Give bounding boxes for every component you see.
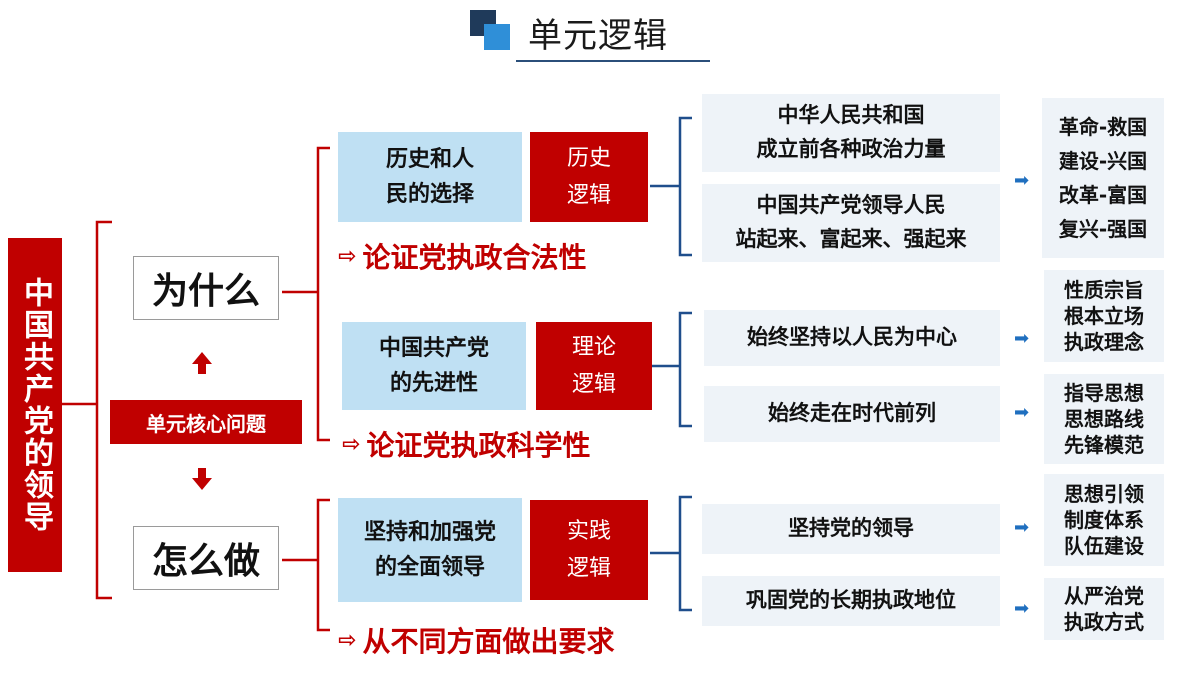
result-item: 从严治党 — [1064, 584, 1144, 608]
branch3-bracket — [678, 495, 692, 612]
page-title: 单元逻辑 — [528, 16, 668, 56]
branch2-conclusion-text: 论证党执政科学性 — [366, 429, 591, 462]
question-how: 怎么做 — [133, 526, 279, 590]
main-bracket — [95, 220, 112, 600]
core-question-label: 单元核心问题 — [110, 400, 302, 444]
result-item: 性质宗旨 — [1064, 278, 1144, 302]
result-item: 根本立场 — [1064, 304, 1144, 328]
branch3-conclusion-text: 从不同方面做出要求 — [362, 625, 615, 658]
result-item: 改革-富国 — [1058, 183, 1148, 207]
branch1-conclusion: ⇨论证党执政合法性 — [338, 236, 586, 276]
blue-arrow-icon: ➡ — [1014, 598, 1030, 619]
branch3-results-1: 思想引领 制度体系 队伍建设 — [1044, 474, 1164, 566]
result-item: 思想引领 — [1064, 482, 1144, 506]
why-bracket — [316, 146, 330, 442]
arrow-down-icon — [192, 468, 212, 490]
title-underline — [516, 60, 710, 62]
branch2-conclusion: ⇨论证党执政科学性 — [342, 424, 590, 464]
how-bracket — [316, 498, 330, 632]
branch1-topic: 历史和人 民的选择 — [338, 132, 522, 222]
branch1-item1: 中华人民共和国 成立前各种政治力量 — [702, 94, 1000, 172]
result-item: 建设-兴国 — [1058, 149, 1148, 173]
blue-arrow-icon: ➡ — [1014, 328, 1030, 349]
result-item: 执政方式 — [1064, 610, 1144, 634]
branch1-logic: 历史 逻辑 — [530, 132, 648, 222]
result-item: 思想路线 — [1064, 407, 1144, 431]
result-item: 队伍建设 — [1064, 534, 1144, 558]
result-item: 指导思想 — [1064, 381, 1144, 405]
branch3-item2: 巩固党的长期执政地位 — [702, 576, 1000, 626]
result-item: 革命-救国 — [1058, 115, 1148, 139]
result-item: 制度体系 — [1064, 508, 1144, 532]
result-item: 执政理念 — [1064, 330, 1144, 354]
result-item: 先锋模范 — [1064, 433, 1144, 457]
branch3-logic: 实践 逻辑 — [530, 500, 648, 600]
hollow-arrow-icon: ⇨ — [338, 243, 357, 269]
branch2-results-1: 性质宗旨 根本立场 执政理念 — [1044, 270, 1164, 362]
hollow-arrow-icon: ⇨ — [338, 627, 357, 653]
main-topic: 中国共产党的领导 — [8, 238, 62, 572]
branch1-conclusion-text: 论证党执政合法性 — [362, 241, 587, 274]
branch2-topic: 中国共产党 的先进性 — [342, 322, 526, 410]
branch1-item2: 中国共产党领导人民 站起来、富起来、强起来 — [702, 184, 1000, 262]
branch2-item2: 始终走在时代前列 — [704, 386, 1000, 442]
blue-arrow-icon: ➡ — [1014, 402, 1030, 423]
branch2-results-2: 指导思想 思想路线 先锋模范 — [1044, 374, 1164, 464]
hollow-arrow-icon: ⇨ — [342, 431, 361, 457]
branch3-item1: 坚持党的领导 — [702, 504, 1000, 554]
branch3-conclusion: ⇨从不同方面做出要求 — [338, 620, 614, 660]
blue-arrow-icon: ➡ — [1014, 517, 1030, 538]
result-item: 复兴-强国 — [1058, 217, 1148, 241]
branch1-results: 革命-救国 建设-兴国 改革-富国 复兴-强国 — [1042, 98, 1164, 258]
branch2-bracket — [678, 311, 692, 428]
arrow-up-icon — [192, 352, 212, 374]
branch3-topic: 坚持和加强党 的全面领导 — [338, 498, 522, 602]
branch1-bracket — [678, 116, 692, 257]
branch2-logic: 理论 逻辑 — [536, 322, 652, 410]
blue-arrow-icon: ➡ — [1014, 170, 1030, 191]
question-why: 为什么 — [133, 256, 279, 320]
title-decoration-square-light — [484, 24, 510, 50]
branch2-item1: 始终坚持以人民为中心 — [704, 310, 1000, 366]
branch3-results-2: 从严治党 执政方式 — [1044, 578, 1164, 640]
